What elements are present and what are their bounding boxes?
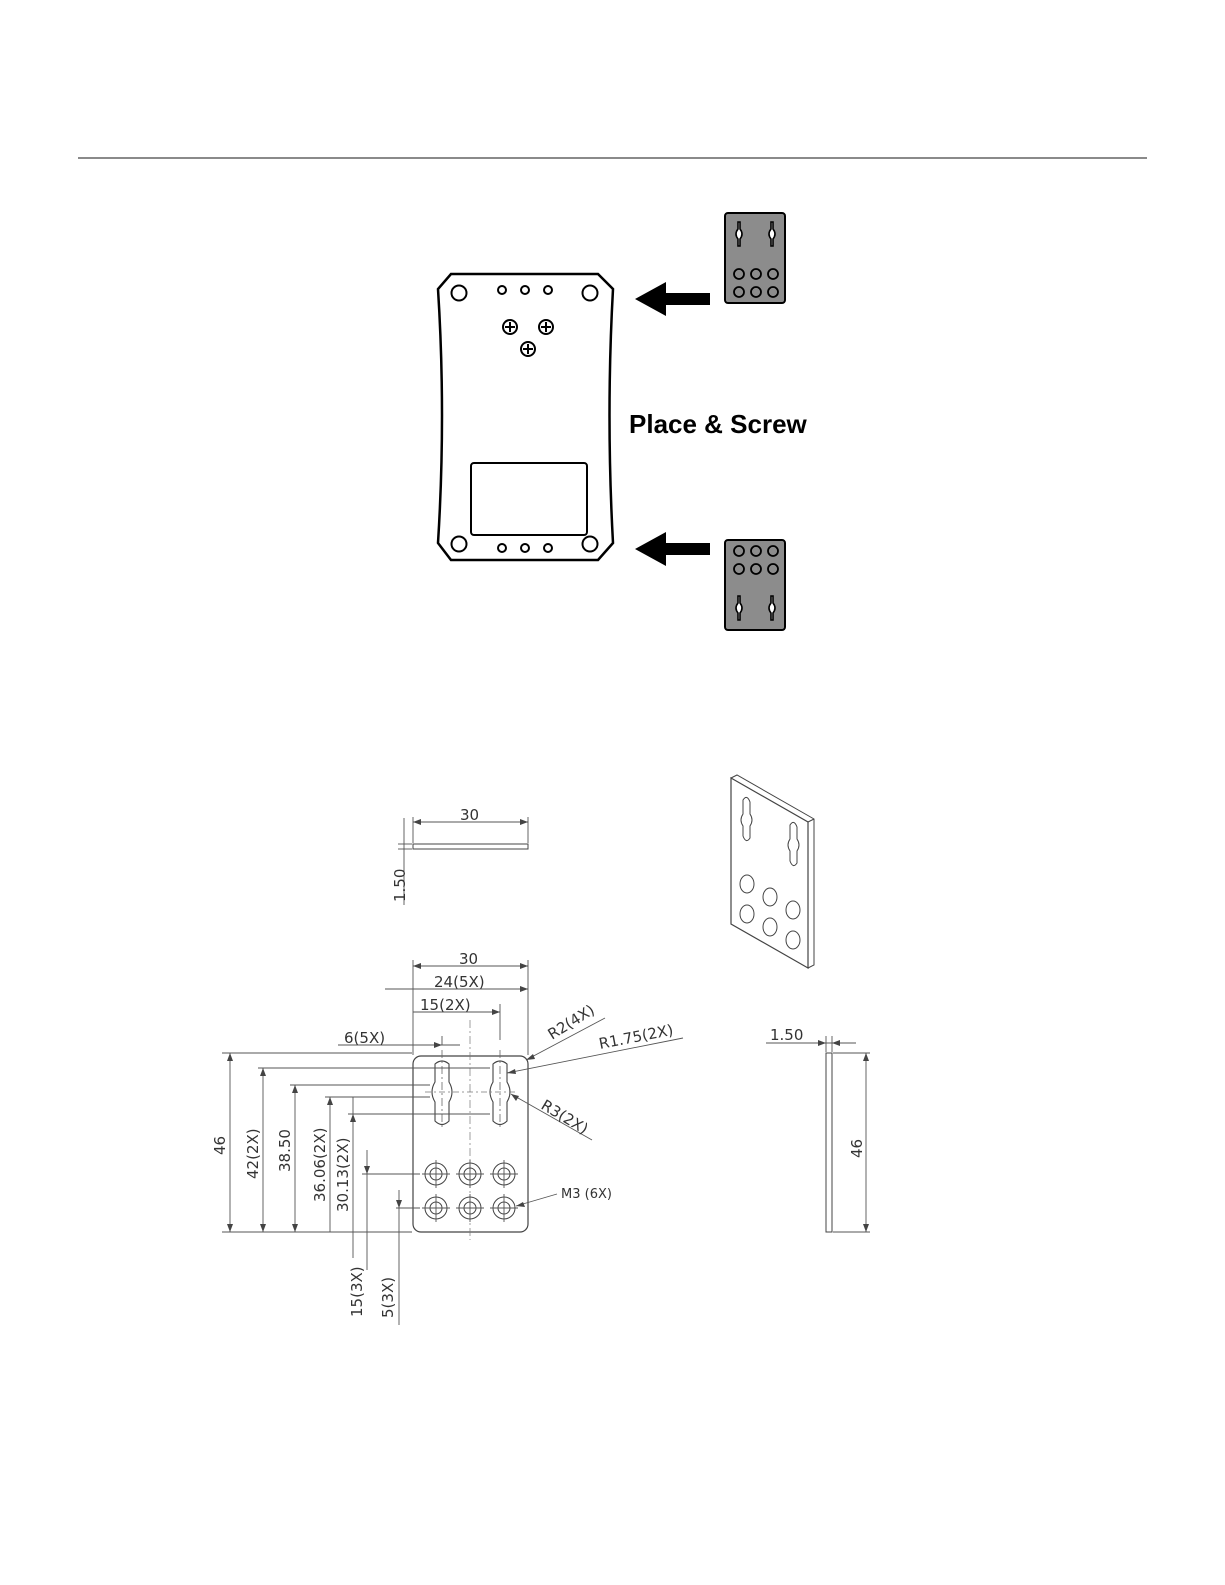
dim-42-2x: 42(2X) bbox=[244, 1128, 262, 1179]
dim-30-13-2x: 30.13(2X) bbox=[334, 1138, 352, 1212]
screw-icon bbox=[521, 342, 535, 356]
dim-38-50: 38.50 bbox=[276, 1129, 294, 1172]
mounting-bracket-bottom bbox=[725, 540, 785, 630]
dim-r2-4x: R2(4X) bbox=[545, 1001, 598, 1044]
dim-15-2x: 15(2X) bbox=[420, 996, 471, 1014]
device-back-plate bbox=[438, 274, 613, 560]
mounting-bracket-top bbox=[725, 213, 785, 303]
screw-icon bbox=[539, 320, 553, 334]
dim-24-5x: 24(5X) bbox=[434, 973, 485, 991]
dim-r3-2x: R3(2X) bbox=[538, 1096, 591, 1138]
dim-15-3x: 15(3X) bbox=[348, 1266, 366, 1317]
dim-top-thickness: 1.50 bbox=[391, 869, 409, 902]
arrow-left-icon bbox=[635, 282, 710, 316]
dim-46: 46 bbox=[211, 1136, 229, 1155]
top-view: 30 1.50 bbox=[391, 806, 528, 905]
screw-icon bbox=[503, 320, 517, 334]
isometric-view bbox=[731, 775, 814, 968]
dim-side-thickness: 1.50 bbox=[770, 1026, 803, 1044]
dim-top-width: 30 bbox=[460, 806, 479, 824]
dim-m3-6x: M3 (6X) bbox=[561, 1187, 612, 1202]
dim-r1-75-2x: R1.75(2X) bbox=[597, 1021, 674, 1053]
arrow-left-icon bbox=[635, 532, 710, 566]
dim-6-5x: 6(5X) bbox=[344, 1029, 385, 1047]
dim-front-width: 30 bbox=[459, 950, 478, 968]
front-view: 30 24(5X) 15(2X) 6(5X) R2(4X) R1.75(2X) … bbox=[211, 950, 683, 1325]
side-view: 1.50 46 bbox=[766, 1026, 870, 1232]
place-and-screw-label: Place & Screw bbox=[629, 409, 808, 439]
dim-side-height: 46 bbox=[848, 1139, 866, 1158]
dim-36-06-2x: 36.06(2X) bbox=[311, 1128, 329, 1202]
dim-5-3x: 5(3X) bbox=[379, 1277, 397, 1318]
